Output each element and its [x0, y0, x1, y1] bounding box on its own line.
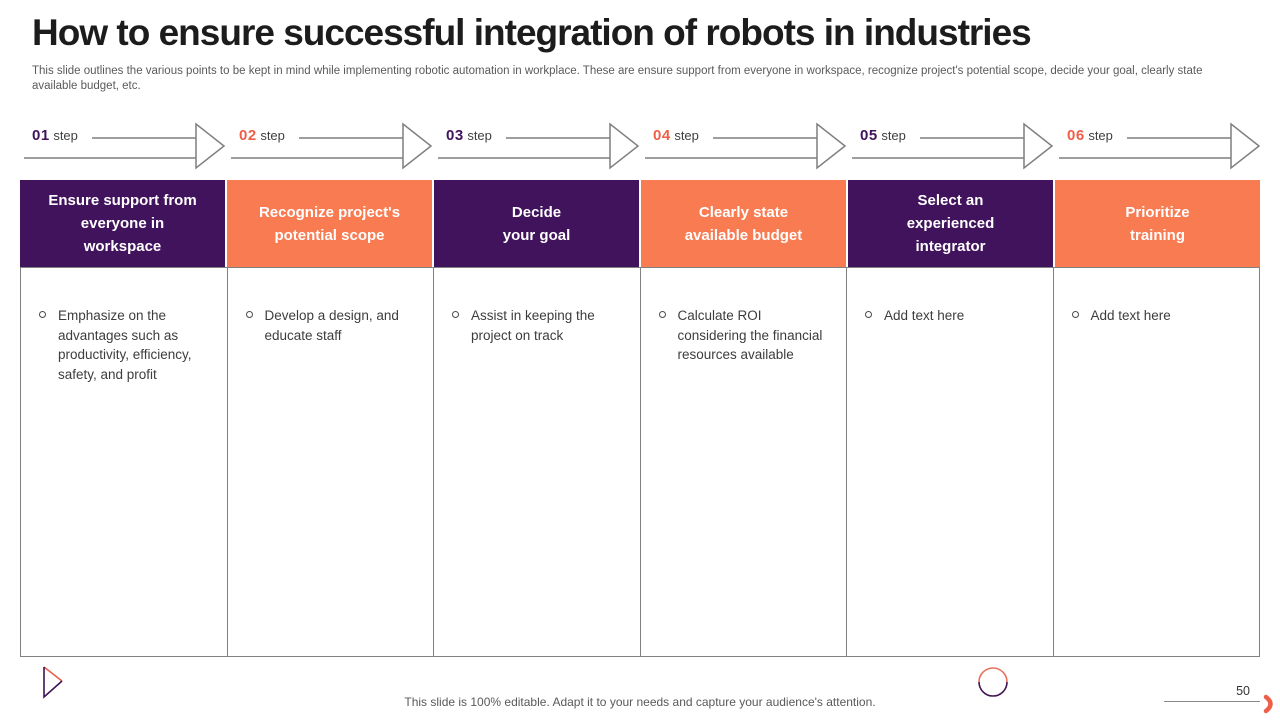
step-label: 01 step — [32, 127, 78, 144]
column-header-6: Prioritize training — [1055, 180, 1260, 267]
column-body-3: Assist in keeping the project on track — [434, 268, 641, 656]
step-label: 06 step — [1067, 127, 1113, 144]
circle-bullet-icon — [658, 311, 666, 318]
step-marker-04: 04 step — [641, 120, 848, 172]
column-body-1: Emphasize on the advantages such as prod… — [21, 268, 228, 656]
circle-bullet-icon — [39, 311, 46, 318]
step-marker-02: 02 step — [227, 120, 434, 172]
bullet-item: Assist in keeping the project on track — [448, 306, 626, 345]
bullet-item: Emphasize on the advantages such as prod… — [35, 306, 213, 384]
arrow-right-icon — [438, 122, 640, 170]
page-number-divider — [1164, 701, 1260, 702]
table-body-row: Emphasize on the advantages such as prod… — [20, 267, 1260, 657]
arrow-right-icon — [24, 122, 226, 170]
step-label: 02 step — [239, 127, 285, 144]
arrow-right-icon — [645, 122, 847, 170]
step-marker-05: 05 step — [848, 120, 1055, 172]
page-title: How to ensure successful integration of … — [32, 12, 1032, 53]
step-number: 06 — [1067, 127, 1085, 144]
page-number: 50 — [1236, 684, 1250, 698]
circle-bullet-icon — [245, 311, 253, 318]
step-marker-01: 01 step — [20, 120, 227, 172]
column-body-2: Develop a design, and educate staff — [228, 268, 434, 656]
column-body-6: Add text here — [1054, 268, 1260, 656]
play-triangle-icon — [40, 664, 66, 707]
column-body-4: Calculate ROI considering the financial … — [641, 268, 847, 656]
step-marker-06: 06 step — [1055, 120, 1262, 172]
step-label: 05 step — [860, 127, 906, 144]
column-header-1: Ensure support from everyone in workspac… — [20, 180, 225, 267]
step-number: 01 — [32, 127, 50, 144]
column-body-5: Add text here — [847, 268, 1054, 656]
table-header-row: Ensure support from everyone in workspac… — [20, 180, 1260, 267]
bullet-item: Add text here — [1068, 306, 1246, 326]
step-number: 05 — [860, 127, 878, 144]
steps-table: Ensure support from everyone in workspac… — [20, 180, 1260, 657]
column-header-4: Clearly state available budget — [641, 180, 846, 267]
arrow-right-icon — [852, 122, 1054, 170]
column-header-3: Decide your goal — [434, 180, 639, 267]
circle-bullet-icon — [1071, 311, 1079, 318]
arrow-right-icon — [231, 122, 433, 170]
arrow-right-icon — [1059, 122, 1261, 170]
step-number: 04 — [653, 127, 671, 144]
circle-bullet-icon — [452, 311, 459, 318]
steps-row: 01 step 02 step 03 step — [20, 120, 1262, 172]
bullet-item: Calculate ROI considering the financial … — [655, 306, 833, 365]
step-number: 03 — [446, 127, 464, 144]
slide-subtitle: This slide outlines the various points t… — [32, 65, 1203, 92]
page-number-block: 50 — [1164, 684, 1260, 702]
chevron-right-icon — [1263, 694, 1278, 719]
step-label: 04 step — [653, 127, 699, 144]
footer-note: This slide is 100% editable. Adapt it to… — [404, 695, 876, 709]
step-number: 02 — [239, 127, 257, 144]
circle-bullet-icon — [865, 311, 872, 318]
circle-outline-icon — [977, 666, 1009, 703]
bullet-item: Add text here — [861, 306, 1039, 326]
step-label: 03 step — [446, 127, 492, 144]
column-header-2: Recognize project's potential scope — [227, 180, 432, 267]
column-header-5: Select an experienced integrator — [848, 180, 1053, 267]
bullet-item: Develop a design, and educate staff — [242, 306, 420, 345]
step-marker-03: 03 step — [434, 120, 641, 172]
